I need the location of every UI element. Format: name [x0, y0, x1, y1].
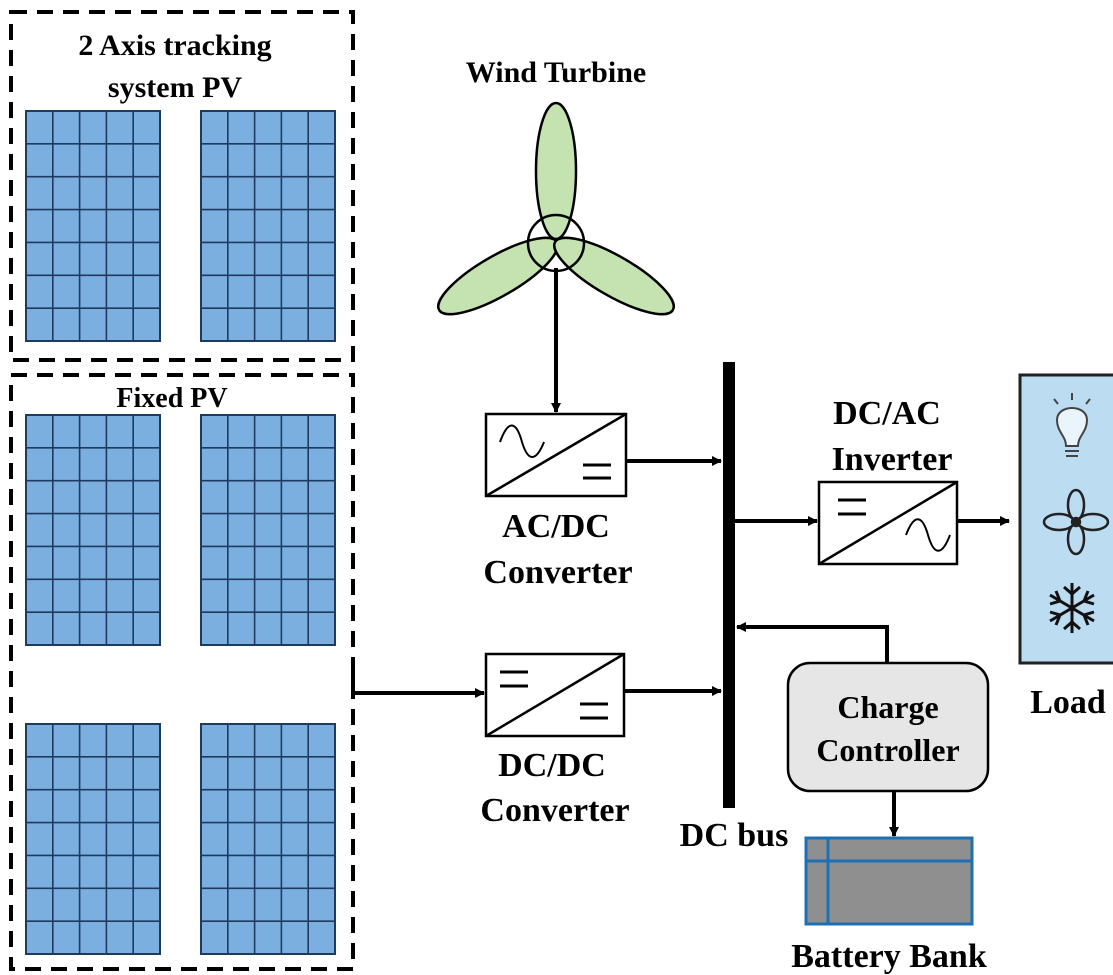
tracking-pv-group-box — [9, 10, 355, 362]
turbine-blade-right — [553, 236, 675, 316]
acdc-converter-box — [484, 412, 628, 498]
dcac-label-line2: Inverter — [832, 441, 953, 478]
wind-turbine-icon — [437, 101, 675, 316]
pv-panels — [25, 110, 336, 955]
charge-controller-box — [786, 661, 990, 793]
fan-icon — [1042, 488, 1110, 556]
pv-to-dcdc-arrow — [351, 668, 485, 698]
tracking-pv-label-line2: system PV — [108, 71, 242, 104]
battery-bank-label: Battery Bank — [791, 938, 987, 975]
ac-wave-icon — [499, 424, 545, 458]
battery-bank-icon — [804, 836, 974, 926]
acdc-label-line2: Converter — [483, 554, 632, 591]
connections — [351, 268, 1010, 837]
tracking-pv-panel-left — [25, 110, 161, 342]
fixed-pv-panel-top-left — [25, 414, 161, 646]
dcac-inverter-box — [817, 480, 959, 566]
fixed-pv-panel-bottom-right — [200, 723, 336, 955]
fixed-pv-label: Fixed PV — [116, 383, 227, 414]
dcdc-label-line1: DC/DC — [498, 747, 606, 784]
tracking-pv-label-line1: 2 Axis tracking — [78, 29, 271, 62]
tracking-pv-panel-right — [200, 110, 336, 342]
acdc-label-line1: AC/DC — [502, 508, 610, 545]
fixed-pv-panel-top-right — [200, 414, 336, 646]
charge-to-bus-arrow — [736, 622, 889, 663]
turbine-blade-left — [437, 236, 559, 316]
turbine-blade-top — [534, 101, 578, 241]
wind-turbine-label: Wind Turbine — [466, 56, 646, 89]
bulb-icon — [1053, 393, 1091, 457]
snowflake-icon — [1049, 583, 1095, 633]
dcdc-label-line2: Converter — [480, 792, 629, 829]
fixed-pv-panel-bottom-left — [25, 723, 161, 955]
load-panel — [1018, 373, 1113, 665]
dc-bus-label: DC bus — [680, 817, 789, 854]
ac-wave-icon — [905, 518, 951, 552]
dcdc-converter-box — [484, 652, 626, 738]
charge-label-line2: Controller — [816, 732, 959, 768]
load-label: Load — [1030, 684, 1106, 721]
dcac-label-line1: DC/AC — [833, 395, 941, 432]
charge-label-line1: Charge — [837, 689, 938, 725]
